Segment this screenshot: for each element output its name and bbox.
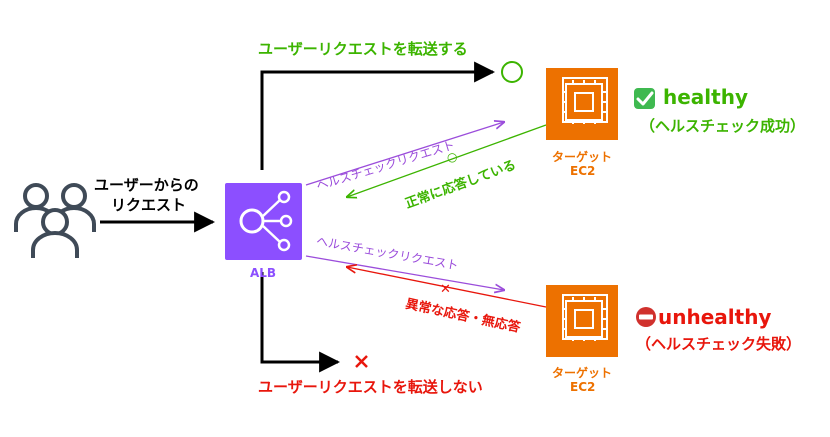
- no-entry-icon: [636, 307, 656, 327]
- unhealthy-label: unhealthy: [658, 305, 772, 329]
- normal-reply-mark: ○: [447, 150, 458, 164]
- abnormal-reply-mark: ✕: [440, 282, 451, 297]
- target-bottom-label-line2: EC2: [570, 380, 596, 394]
- forward-label: ユーザーリクエストを転送する: [258, 40, 468, 58]
- normal-reply-arrow: [347, 124, 547, 197]
- no-forward-arrow: [260, 272, 341, 373]
- no-forward-label: ユーザーリクエストを転送しない: [258, 378, 483, 396]
- user-request-label-line1: ユーザーからの: [94, 176, 199, 194]
- healthy-label: healthy: [663, 85, 748, 109]
- cross-icon: [355, 355, 368, 368]
- abnormal-reply-arrow: [347, 267, 547, 308]
- unhealthy-sublabel: （ヘルスチェック失敗）: [636, 335, 802, 353]
- health-check-arrow-bottom: [305, 255, 504, 290]
- chip-icon: [546, 285, 618, 357]
- load-balancer-icon: [225, 183, 302, 260]
- user-request-label-line2: リクエスト: [111, 196, 187, 214]
- healthy-sublabel: （ヘルスチェック成功）: [640, 117, 806, 135]
- users-group-icon: [14, 183, 96, 258]
- target-top-label-line1: ターゲット: [552, 150, 613, 164]
- alb-label: ALB: [250, 266, 277, 280]
- chip-icon: [546, 68, 618, 140]
- target-bottom-label-line1: ターゲット: [552, 366, 613, 380]
- circle-icon: [501, 61, 523, 83]
- health-check-arrow-top: [305, 122, 504, 186]
- check-mark-icon: [634, 88, 655, 109]
- target-top-label-line2: EC2: [570, 164, 596, 178]
- forward-arrow: [260, 61, 496, 170]
